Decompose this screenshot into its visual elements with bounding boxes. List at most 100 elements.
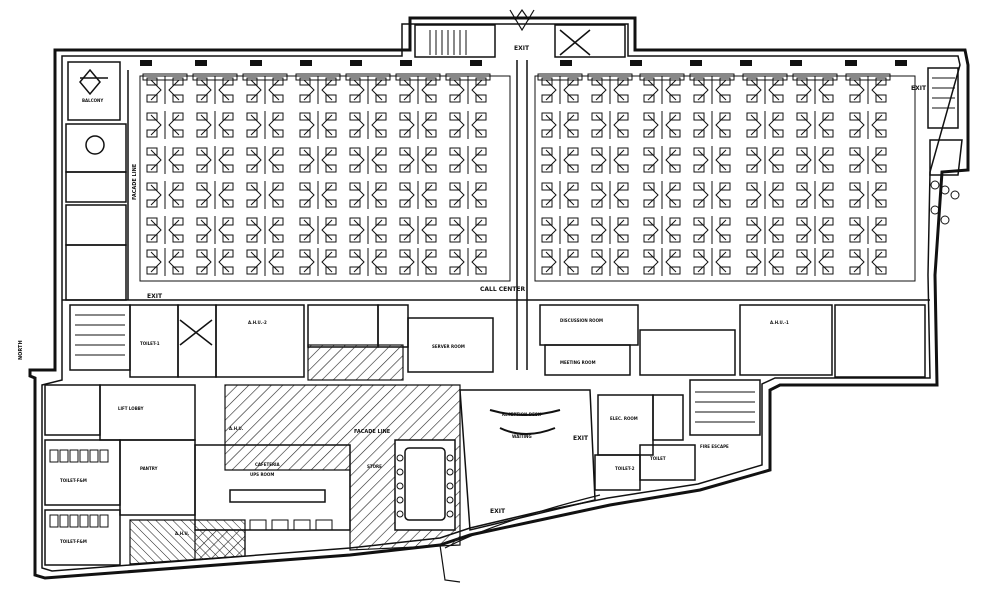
workstation-cluster [591,111,629,139]
workstation-cluster [541,111,579,139]
workstation-cluster [399,146,437,174]
workstation-cluster [246,146,284,174]
label-elec-room: ELEC. ROOM [610,416,638,421]
label-pantry: PANTRY [140,466,158,471]
workstation-cluster [449,248,487,276]
workstation-cluster [541,248,579,276]
label-exit-top: EXIT [514,45,530,52]
stair-right-top [927,67,959,129]
workstation-cluster [541,216,579,244]
workstation-cluster [196,76,234,104]
workstation-cluster [693,76,731,104]
conference-area [394,439,456,531]
workstation-cluster [849,181,887,209]
label-balcony: BALCONY [82,98,103,103]
workstation-cluster [541,146,579,174]
workstation-cluster [196,181,234,209]
label-ahu-3: A.H.U. [229,426,244,431]
workstation-cluster [196,111,234,139]
workstation-header-bar [395,73,441,81]
workstation-cluster [449,111,487,139]
meeting-room [544,344,631,376]
workstation-cluster [591,76,629,104]
office-cabin-3 [65,204,127,246]
workstation-header-bar [792,73,838,81]
workstation-header-bar [689,73,735,81]
workstation-cluster [693,216,731,244]
label-toilet-2: TOILET-2 [615,466,635,471]
call-center-workstations [139,73,916,282]
workstation-cluster [849,216,887,244]
call-center-right-zone [534,75,916,282]
workstation-cluster [349,76,387,104]
building-outline [28,16,970,580]
cabin-room-b [377,304,409,348]
workstation-cluster [591,248,629,276]
workstation-header-bar [192,73,238,81]
server-room [407,317,494,373]
toilet-mf-lower [44,509,121,566]
label-facade-line-mid: FACADE LINE [354,429,391,435]
call-center-left-zone [139,75,511,282]
top-core [414,24,626,58]
toilet-fm-room-right [834,304,926,378]
workstation-header-bar [295,73,341,81]
workstation-cluster [796,76,834,104]
entrance-canopy [439,494,601,583]
workstation-cluster [746,216,784,244]
workstation-cluster [399,181,437,209]
workstation-cluster [796,216,834,244]
lobby-room [44,384,101,436]
workstation-header-bar [639,73,685,81]
label-call-center: CALL CENTER [480,286,525,293]
workstation-cluster [146,216,184,244]
workstation-header-bar [742,73,788,81]
label-ahu-4: A.H.U. [175,531,190,536]
workstation-cluster [146,76,184,104]
reception-area [459,379,761,531]
workstation-cluster [349,216,387,244]
workstation-cluster [541,76,579,104]
workstation-header-bar [587,73,633,81]
workstation-cluster [746,111,784,139]
workstation-cluster [246,248,284,276]
workstation-cluster [299,216,337,244]
workstation-cluster [541,181,579,209]
office-cabin-1 [65,123,127,173]
workstation-cluster [196,146,234,174]
workstation-cluster [246,181,284,209]
workstation-cluster [849,111,887,139]
middle-band-rooms [62,299,930,378]
workstation-cluster [246,76,284,104]
label-exit-right: EXIT [911,85,927,92]
cabin-room-a [307,304,379,348]
workstation-cluster [449,181,487,209]
workstation-cluster [299,146,337,174]
ahu-2-room [215,304,305,378]
workstation-header-bar [142,73,188,81]
workstation-cluster [299,181,337,209]
label-reception-desk: RECEPTION DESK [502,412,542,417]
lift-lobby-right [597,394,654,456]
label-toilet-1: TOILET-1 [140,341,160,346]
workstation-cluster [399,111,437,139]
workstation-cluster [591,216,629,244]
workstation-cluster [796,181,834,209]
workstation-cluster [196,216,234,244]
workstation-cluster [146,146,184,174]
label-lobby: LIFT LOBBY [118,406,144,411]
discussion-room [539,304,639,346]
label-facade-line-left: FACADE LINE [132,163,138,200]
workstation-cluster [746,146,784,174]
workstation-header-bar [345,73,391,81]
workstation-cluster [643,111,681,139]
workstation-cluster [591,146,629,174]
lift-core-left [177,304,217,378]
workstation-cluster [299,76,337,104]
workstation-cluster [643,146,681,174]
staircase-right [689,379,761,436]
workstation-cluster [349,146,387,174]
workstation-cluster [349,111,387,139]
label-toilet-5: TOILET-F&M [60,539,87,544]
